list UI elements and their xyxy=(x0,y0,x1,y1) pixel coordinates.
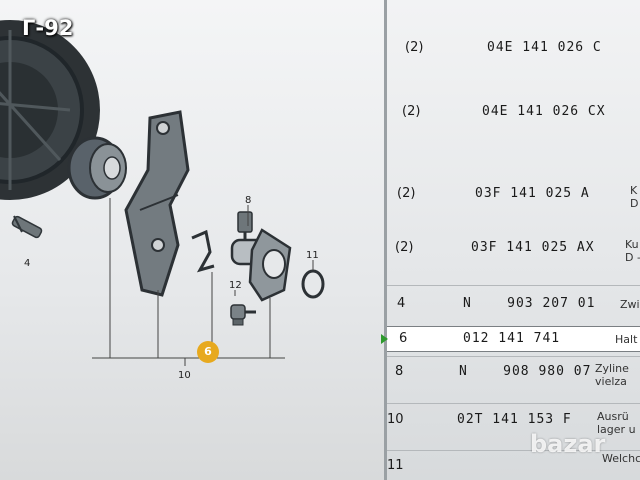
description-cell: K D xyxy=(630,184,639,210)
qty-cell: 6 xyxy=(399,331,408,346)
qty-cell: (2) xyxy=(402,104,421,119)
part-number-cell: 03F 141 025 A xyxy=(475,186,590,201)
parts-row-selected[interactable]: 6 012 141 741 Halt xyxy=(381,326,640,352)
clutch-pressure-plate[interactable] xyxy=(0,20,100,200)
callout-12: 12 xyxy=(229,280,242,291)
parts-row[interactable]: 4 N 903 207 01 Zwi xyxy=(387,296,640,326)
bolt-part-4[interactable] xyxy=(11,215,43,239)
qty-cell: (2) xyxy=(397,186,416,201)
row-separator xyxy=(387,403,640,404)
qty-cell: 8 xyxy=(395,364,404,379)
description-cell: Halt xyxy=(615,333,638,346)
description-cell: Ausrü lager u xyxy=(597,410,636,436)
description-cell: Ku D - xyxy=(625,238,640,264)
part-number-cell: 04E 141 026 CX xyxy=(482,104,606,119)
release-fork[interactable] xyxy=(124,110,190,297)
qty-cell: 10 xyxy=(387,412,404,427)
parts-row[interactable]: 8 N 908 980 07 Zyline vielza xyxy=(387,362,640,394)
description-cell: Zwi xyxy=(620,298,640,311)
callout-11: 11 xyxy=(306,250,319,261)
callout-10: 10 xyxy=(178,370,191,381)
selected-row-marker-icon xyxy=(381,334,388,344)
part-number-cell: 04E 141 026 C xyxy=(487,40,602,55)
pane-divider[interactable] xyxy=(384,0,387,480)
parts-row[interactable]: (2) 03F 141 025 A K D xyxy=(387,184,640,216)
parts-row[interactable]: 10 02T 141 153 F Ausrü lager u xyxy=(387,410,640,442)
parts-row[interactable]: 11 Welchc xyxy=(387,452,640,480)
parts-row[interactable]: (2) 04E 141 026 C xyxy=(387,40,640,70)
qty-cell: 11 xyxy=(387,458,404,473)
part-number-cell: 03F 141 025 AX xyxy=(471,240,595,255)
overlay-title: Г-92 xyxy=(22,16,74,40)
bleed-screw-part-12[interactable] xyxy=(230,304,256,326)
callout-8: 8 xyxy=(245,195,251,206)
group-bracket-10 xyxy=(92,198,314,366)
row-separator xyxy=(387,450,640,451)
parts-row[interactable]: (2) 04E 141 026 CX xyxy=(387,104,640,134)
parts-list: (2) 04E 141 026 C (2) 04E 141 026 CX (2)… xyxy=(381,0,640,480)
exploded-diagram-pane: 4 8 11 12 10 6 Г-92 xyxy=(0,0,385,480)
part-number-cell: N 903 207 01 xyxy=(463,296,596,311)
watermark-logo: bazar xyxy=(530,430,606,458)
qty-cell: (2) xyxy=(395,240,414,255)
callout-4: 4 xyxy=(24,258,30,269)
clutch-exploded-diagram: 4 8 11 12 10 xyxy=(0,20,325,381)
description-cell: Welchc xyxy=(602,452,640,465)
o-ring-part-11[interactable] xyxy=(301,269,325,299)
release-bearing[interactable] xyxy=(67,136,127,200)
description-cell: Zyline vielza xyxy=(595,362,629,388)
part-number-cell: 012 141 741 xyxy=(463,331,561,346)
qty-cell: (2) xyxy=(405,40,424,55)
callout-6-highlighted[interactable]: 6 xyxy=(197,341,219,363)
part-number-cell: 02T 141 153 F xyxy=(457,412,572,427)
parts-row[interactable]: (2) 03F 141 025 AX Ku D - xyxy=(387,238,640,270)
row-separator xyxy=(387,285,640,286)
part-number-cell: N 908 980 07 xyxy=(459,364,592,379)
retaining-clip-part-6[interactable] xyxy=(191,229,215,273)
guide-sleeve[interactable] xyxy=(230,228,292,302)
row-separator xyxy=(387,356,640,357)
qty-cell: 4 xyxy=(397,296,406,311)
